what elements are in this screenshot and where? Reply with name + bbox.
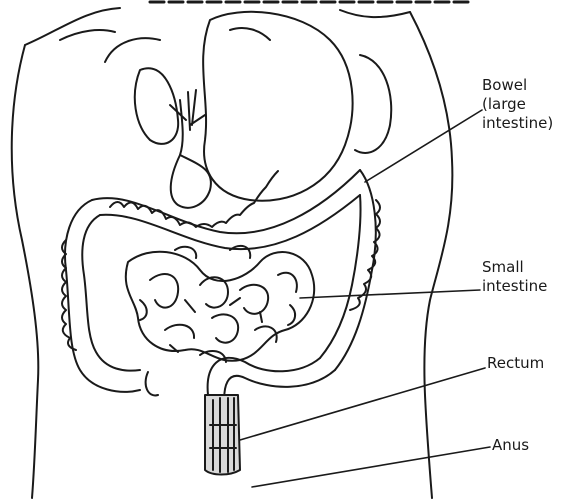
label-bowel-line3: intestine) [482, 114, 553, 133]
label-bowel-line2: (large [482, 95, 553, 114]
large-intestine [62, 170, 380, 410]
leader-line-anus [252, 447, 490, 487]
label-small-intestine-line1: Small [482, 258, 547, 277]
label-small-intestine-line2: intestine [482, 277, 547, 296]
upper-organs [60, 12, 391, 208]
label-rectum: Rectum [487, 354, 544, 373]
label-bowel: Bowel (large intestine) [482, 76, 553, 133]
leader-line-bowel [365, 110, 482, 182]
leader-line-rectum [240, 368, 485, 440]
leader-line-small-intestine [300, 290, 480, 298]
small-intestine [126, 246, 314, 362]
label-bowel-line1: Bowel [482, 76, 553, 95]
rectum-anus [205, 395, 240, 475]
label-anus: Anus [492, 436, 529, 455]
label-small-intestine: Small intestine [482, 258, 547, 296]
